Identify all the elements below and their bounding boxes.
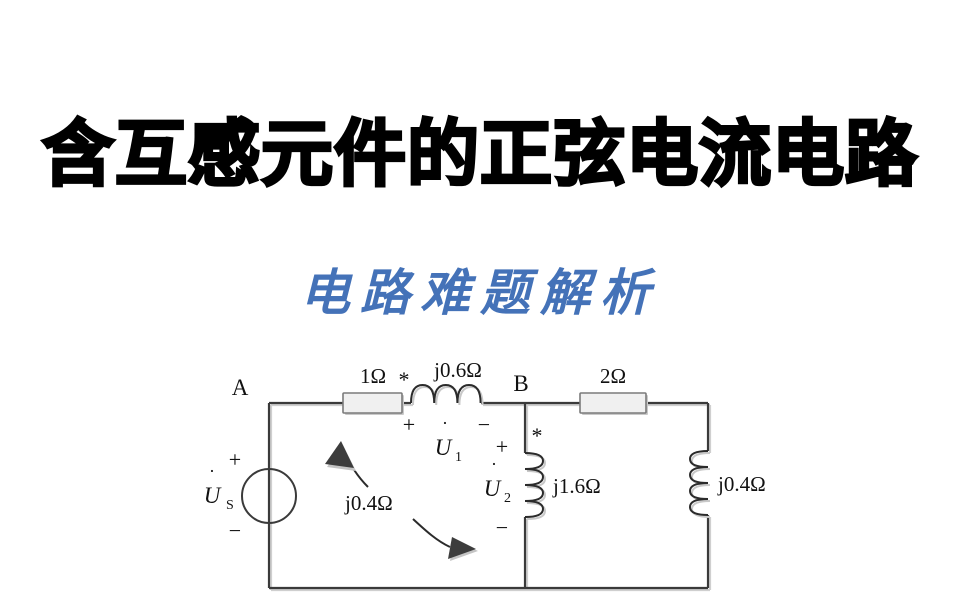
- voltage-source-minus: −: [229, 518, 241, 543]
- mutual-arrow-up: [325, 441, 369, 488]
- u2-subscript: 2: [504, 491, 511, 506]
- resistor-1ohm-label: 1Ω: [360, 364, 386, 388]
- resistor-1ohm: [342, 392, 404, 415]
- u1-minus: −: [478, 412, 490, 437]
- inductor-j04-right-label: j0.4Ω: [717, 472, 766, 496]
- resistor-2ohm-label: 2Ω: [600, 364, 626, 388]
- u2-symbol: U: [484, 476, 502, 501]
- inductor-j06-label: j0.6Ω: [433, 358, 482, 382]
- inductor-j16-label: j1.6Ω: [552, 474, 601, 498]
- mutual-arrow-down: [412, 518, 478, 561]
- page-subtitle: 电路难题解析: [300, 263, 660, 322]
- circuit-wires: [267, 401, 710, 590]
- voltage-source-plus: +: [229, 447, 241, 472]
- dot-marker-top-icon: *: [399, 367, 410, 392]
- u2-phasor-dot: ˙: [491, 459, 498, 481]
- voltage-source-phasor-dot: ˙: [209, 466, 216, 488]
- voltage-source: [241, 468, 297, 524]
- inductor-j16: [524, 452, 547, 520]
- voltage-source-subscript: S: [226, 498, 234, 513]
- u1-subscript: 1: [455, 450, 462, 465]
- u2-plus: +: [496, 434, 508, 459]
- u1-plus: +: [403, 412, 415, 437]
- voltage-source-symbol: U: [204, 483, 222, 508]
- circuit-diagram: 1Ω 2Ω j0.6Ω * j1.6Ω * j0.4Ω: [204, 358, 766, 592]
- node-label-b: B: [513, 371, 528, 396]
- node-label-a: A: [232, 375, 249, 400]
- resistor-2ohm: [579, 392, 648, 415]
- dot-marker-right-icon: *: [532, 423, 543, 448]
- page-title: 含互感元件的正弦电流电路: [40, 112, 918, 196]
- u2-minus: −: [496, 515, 508, 540]
- inductor-j04-right: [688, 450, 711, 518]
- u1-phasor-dot: ˙: [442, 418, 449, 440]
- inductor-j06: [410, 383, 484, 406]
- mutual-inductance-label: j0.4Ω: [344, 491, 393, 515]
- u1-symbol: U: [435, 435, 453, 460]
